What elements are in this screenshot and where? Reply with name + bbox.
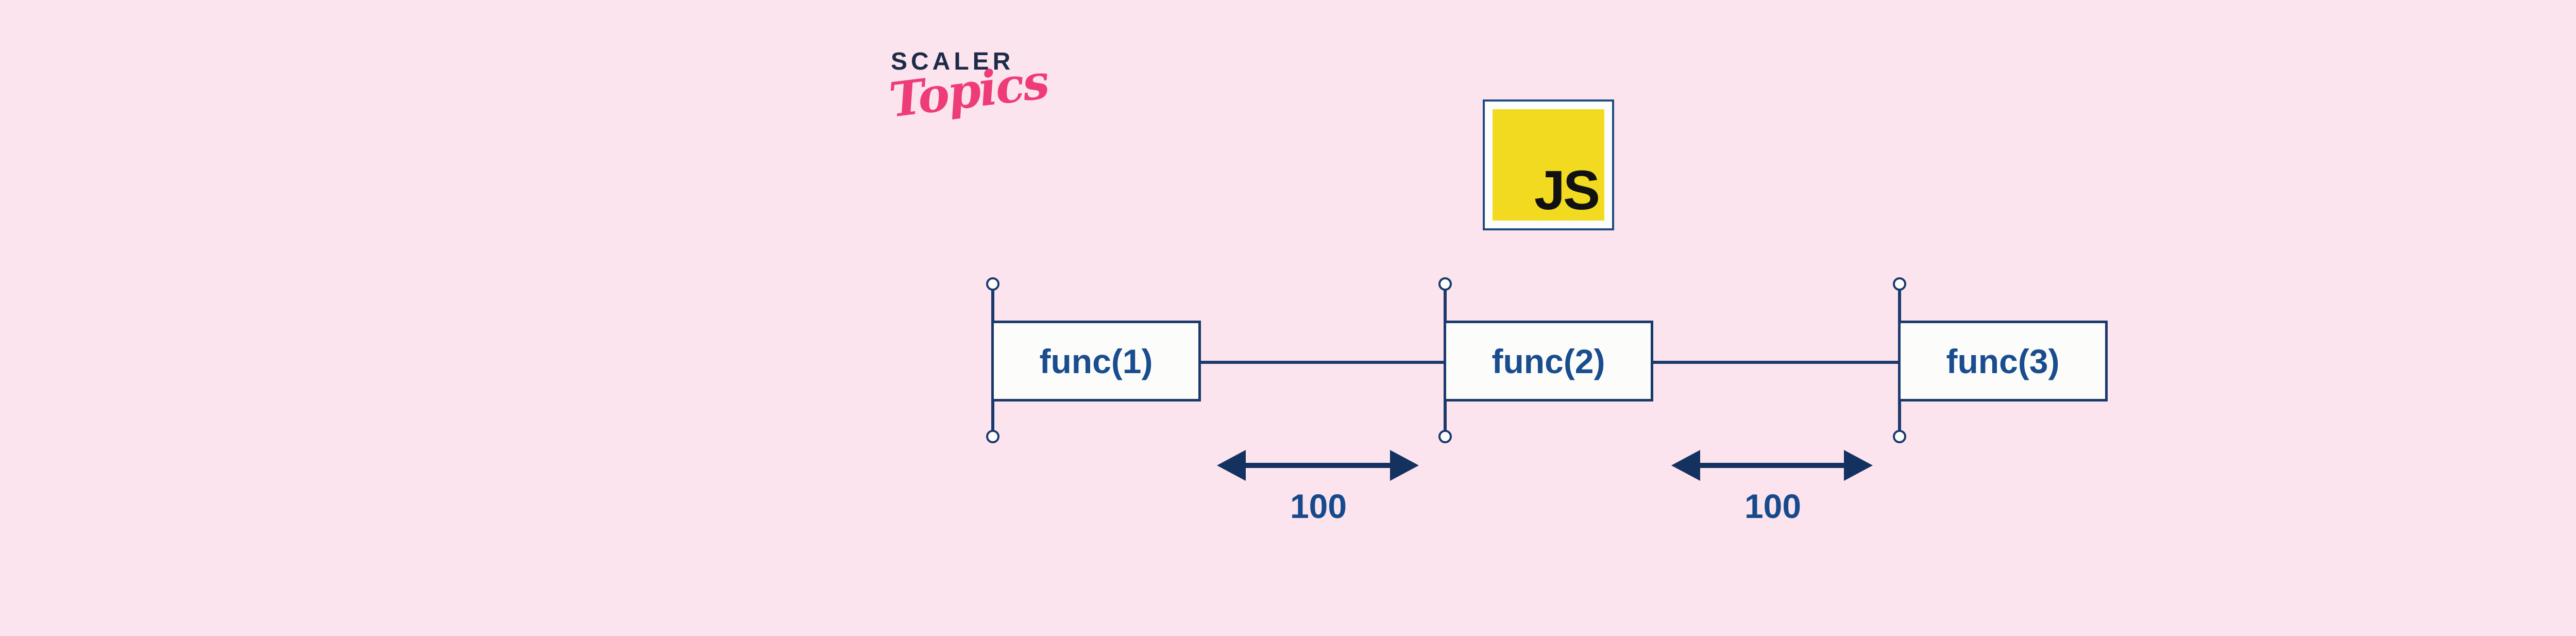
func-call-box: func(3) bbox=[1898, 321, 2108, 401]
timeline-endpoint-circle-bottom bbox=[1438, 430, 1452, 443]
timeline-endpoint-circle-bottom bbox=[1893, 430, 1906, 443]
arrow-shaft bbox=[1691, 463, 1853, 468]
arrowhead-right-icon bbox=[1390, 450, 1419, 481]
func-call-label: func(2) bbox=[1492, 342, 1605, 380]
javascript-logo-square: JS bbox=[1493, 109, 1604, 221]
func-call-label: func(1) bbox=[1039, 342, 1153, 380]
connector-line-2 bbox=[1653, 361, 1901, 364]
interval-arrow-1 bbox=[1217, 450, 1419, 481]
scaler-topics-logo: SCALER Topics bbox=[886, 48, 1050, 153]
scaler-wordmark-text: SCALER bbox=[891, 48, 1014, 75]
javascript-logo-text: JS bbox=[1534, 159, 1600, 221]
arrowhead-right-icon bbox=[1844, 450, 1873, 481]
func-call-box: func(2) bbox=[1444, 321, 1653, 401]
timeline-endpoint-circle-top bbox=[986, 277, 999, 291]
timeline-endpoint-circle-bottom bbox=[986, 430, 999, 443]
interval-label-2: 100 bbox=[1744, 487, 1802, 525]
func-call-box: func(1) bbox=[991, 321, 1201, 401]
javascript-logo: JS bbox=[1483, 99, 1614, 230]
timeline-endpoint-circle-top bbox=[1893, 277, 1906, 291]
interval-arrow-2 bbox=[1671, 450, 1873, 481]
func-call-label: func(3) bbox=[1946, 342, 2060, 380]
arrow-shaft bbox=[1236, 463, 1399, 468]
interval-label-1: 100 bbox=[1290, 487, 1347, 525]
connector-line-1 bbox=[1201, 361, 1447, 364]
timeline-endpoint-circle-top bbox=[1438, 277, 1452, 291]
